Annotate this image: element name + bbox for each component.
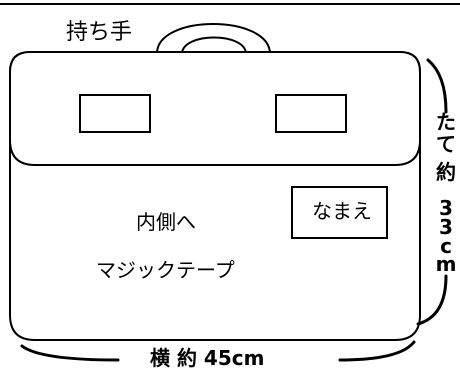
name-tag-label: なまえ [312,199,372,223]
velcro-label: マジックテープ [96,258,235,282]
height-char: て [436,132,456,156]
height-char: 約 [436,160,456,184]
height-brace [416,58,448,326]
height-char: た [436,110,456,134]
width-brace [20,340,416,362]
handle-label: 持ち手 [66,20,133,45]
width-label: 横 約 45cm [150,346,265,370]
name-tag-box [291,186,388,239]
right-attachment [275,94,347,133]
height-char: m [435,252,457,276]
height-char: 3 [439,196,453,220]
height-label: た て 約 3 3 c m [432,110,460,276]
height-char: 3 [439,215,453,239]
handle-shape [155,23,272,55]
inside-label: 内側へ [136,210,196,234]
height-char: c [440,234,452,258]
bag-flap [9,51,421,166]
left-attachment [79,94,151,133]
